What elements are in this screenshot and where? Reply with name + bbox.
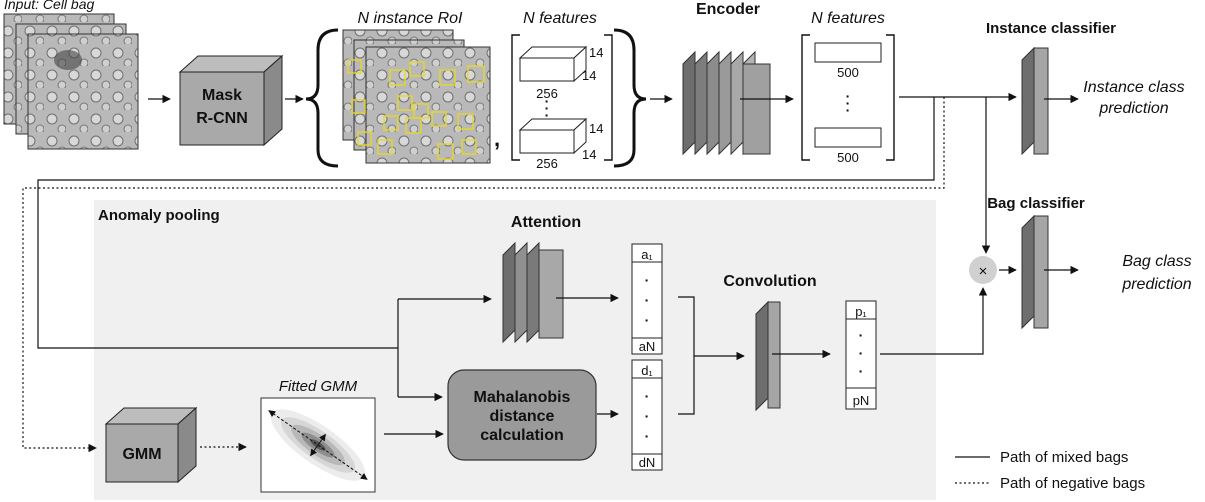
d-vector: [631, 359, 663, 471]
encoder-block: [682, 50, 771, 156]
mixed-bag-path: [37, 97, 935, 349]
feature2-bottom-box: [814, 127, 882, 148]
bag-prediction-line2: prediction: [1121, 276, 1191, 293]
feature-bottom-height: 14: [589, 121, 603, 136]
d-vdot-2: ·: [645, 408, 650, 424]
a-vdot-1: ·: [645, 272, 650, 288]
d-last: dN: [639, 455, 656, 470]
features1-label: N features: [523, 10, 597, 27]
feature-top-height: 14: [589, 45, 603, 60]
p-vector: [845, 300, 877, 410]
feature-bottom-width: 14: [582, 147, 596, 162]
left-brace: [305, 28, 339, 168]
a-vdot-2: ·: [645, 292, 650, 308]
mahalanobis-line2: distance: [490, 408, 555, 425]
a-last: aN: [639, 339, 656, 354]
convolution-label: Convolution: [723, 273, 816, 290]
mask-rcnn-line2: R-CNN: [196, 110, 248, 127]
feature-box-top: [518, 45, 588, 83]
legend-mixed: Path of mixed bags: [1000, 449, 1128, 466]
p-vdot-1: ·: [859, 327, 864, 343]
arrow-p-to-multiply: [880, 287, 988, 355]
convolution-block: [755, 300, 781, 412]
gmm-block: [104, 406, 198, 484]
p-vdot-2: ·: [859, 345, 864, 361]
feature2-top-box: [814, 42, 882, 63]
bag-prediction-line1: Bag class: [1122, 253, 1191, 270]
mahalanobis-line1: Mahalanobis: [474, 389, 571, 406]
attention-label: Attention: [511, 214, 581, 231]
instance-prediction-line2: prediction: [1098, 100, 1168, 117]
bag-classifier-title: Bag classifier: [987, 195, 1085, 212]
feature2-vdot-1: ·: [846, 88, 851, 104]
feature-bottom-channels: 256: [536, 156, 558, 171]
bag-classifier-block: [1021, 214, 1049, 330]
mask-rcnn-block: [178, 54, 284, 147]
feature2-vdot-2: ·: [846, 95, 851, 111]
comma: ,: [494, 126, 500, 151]
roi-label: N instance RoI: [358, 10, 463, 27]
features2-label: N features: [811, 10, 885, 27]
feature-vdot-3: ·: [545, 107, 550, 123]
p-last: pN: [853, 393, 870, 408]
legend: Path of mixed bags Path of negative bags: [955, 449, 1145, 492]
d-first: d₁: [641, 363, 653, 378]
feature-top-channels: 256: [536, 86, 558, 101]
fitted-gmm-plot: [260, 397, 376, 493]
features1-bracket: [511, 34, 613, 161]
feature-top-width: 14: [582, 68, 596, 83]
roi-images: [342, 29, 491, 164]
feature-vdot-2: ·: [545, 100, 550, 116]
features2-bracket: [801, 34, 895, 161]
mahalanobis-line3: calculation: [480, 427, 564, 444]
input-label: Input: Cell bag: [4, 0, 94, 12]
feature2-top-dim: 500: [837, 65, 859, 80]
instance-classifier-block: [1021, 46, 1049, 156]
feature-vdot-1: ·: [545, 93, 550, 109]
feature-box-bottom: [518, 117, 588, 155]
a-first: a₁: [641, 247, 653, 262]
p-first: p₁: [855, 304, 867, 319]
mahalanobis-block: [447, 369, 597, 461]
d-vdot-1: ·: [645, 388, 650, 404]
right-brace: [613, 28, 647, 168]
anomaly-pooling-label: Anomaly pooling: [98, 207, 220, 224]
negative-bag-path: [22, 97, 945, 453]
d-vdot-3: ·: [645, 428, 650, 444]
multiply-symbol: ×: [979, 263, 988, 280]
instance-classifier-title: Instance classifier: [986, 20, 1116, 37]
instance-prediction-line1: Instance class: [1083, 79, 1184, 96]
feature2-vdot-3: ·: [846, 102, 851, 118]
feature2-bottom-dim: 500: [837, 150, 859, 165]
legend-negative: Path of negative bags: [1000, 475, 1145, 492]
a-vector: [631, 243, 663, 355]
p-vdot-3: ·: [859, 363, 864, 379]
multiply-node: [969, 256, 997, 284]
mask-rcnn-line1: Mask: [202, 87, 242, 104]
attention-block: [502, 241, 564, 344]
encoder-label: Encoder: [696, 1, 760, 18]
gmm-label: GMM: [122, 446, 161, 463]
fitted-gmm-label: Fitted GMM: [279, 378, 358, 395]
a-vdot-3: ·: [645, 312, 650, 328]
input-cell-bag-images: [3, 13, 139, 150]
